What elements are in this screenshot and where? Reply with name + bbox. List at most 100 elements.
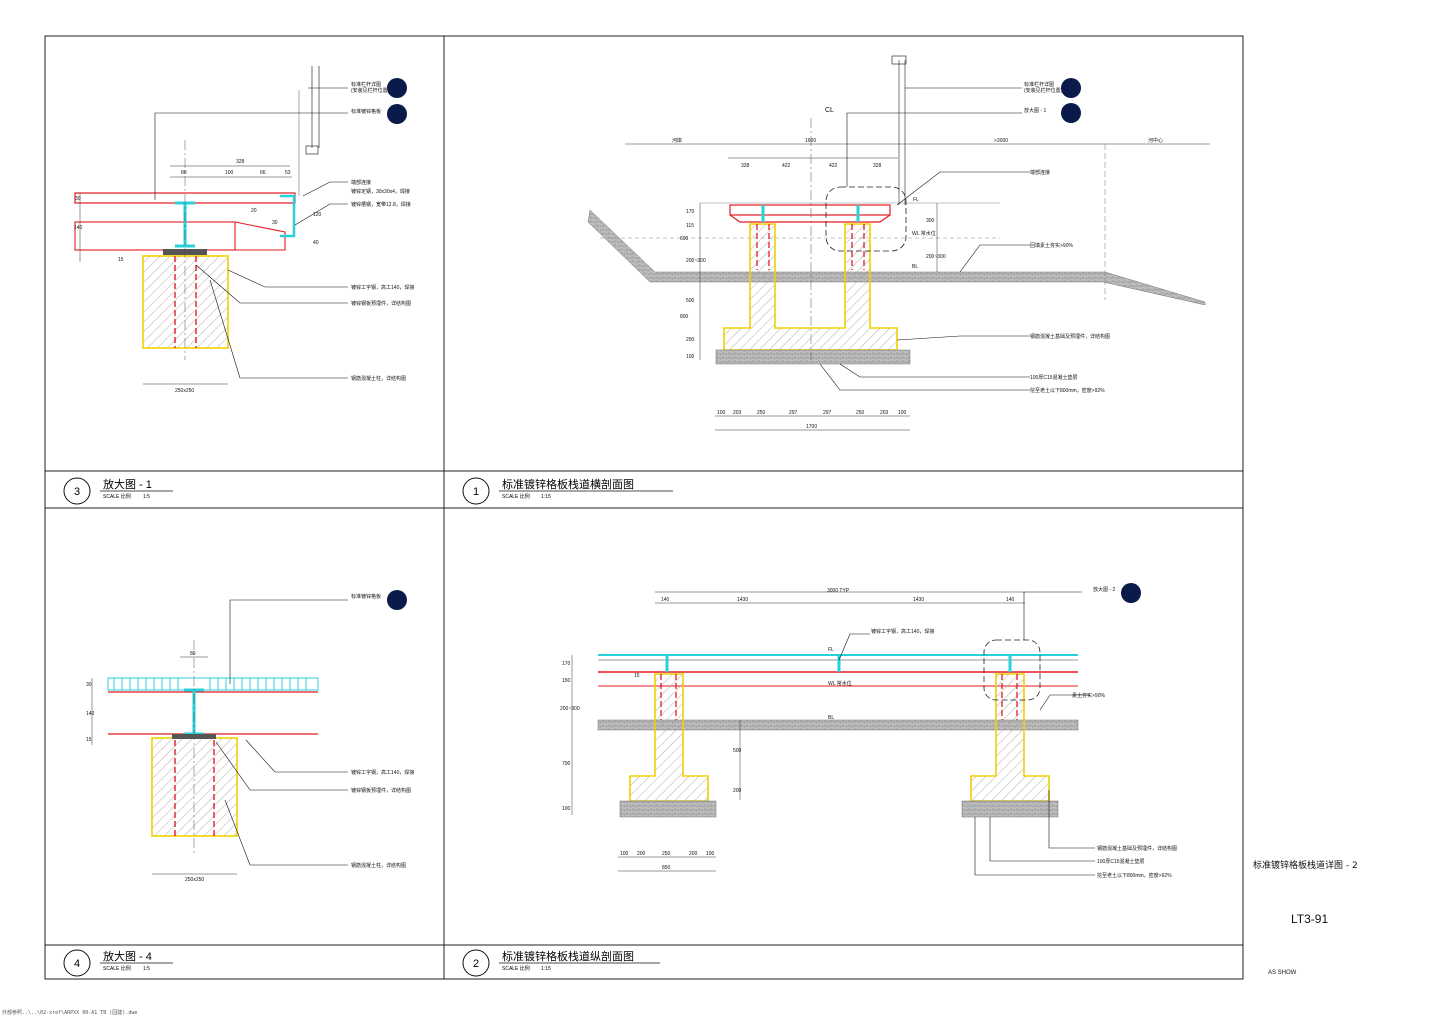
d4-dim-15: 15 (86, 737, 92, 743)
title-2-scale-label: SCALE 比例 (502, 965, 530, 972)
d3-note-ibeam: 镀锌工字钢，高工140，焊接 (351, 284, 414, 291)
detail-3-text: 标准栏杆详图 (安装见栏杆位置) 标准镀锌格板 端部连接 镀锌定钢，30x30x… (74, 81, 414, 394)
d4-dim-140: 140 (86, 711, 95, 717)
d2-note-dig: 挖至老土以下800mm，密度>92% (1097, 872, 1172, 879)
d2-bdim-3: 250 (662, 851, 671, 857)
d1-total: 1700 (806, 424, 817, 430)
frame (44, 35, 1244, 980)
d4-note-column: 钢筋混凝土柱，详结构图 (351, 862, 406, 869)
d1-label-1600: 1600 (805, 138, 816, 144)
d3-note-plate: 镀锌钢板预埋件，详结构图 (351, 300, 411, 307)
d1-ldim-170: 170 (686, 209, 695, 215)
d1-note-backfill: 回填素土夯实>90% (1030, 242, 1073, 249)
d1-rdim-300: 300 (926, 218, 935, 224)
d3-dim-66: 66 (260, 170, 266, 176)
d2-note-cushion: 100厚C15混凝土垫层 (1097, 858, 1145, 865)
detail-2-text: 放大图 - 2 140 1430 3000 TYP 1430 140 FL WL… (560, 586, 1177, 879)
d2-label-bl: BL (828, 715, 834, 721)
d3-dim-80: 80 (181, 170, 187, 176)
d2-ldim-15: 15 (634, 673, 640, 679)
d1-ldim-500: 500 (686, 298, 695, 304)
d3-dim-col: 250x250 (175, 388, 194, 394)
d1-rdim-200300: 200~300 (926, 254, 946, 260)
d3-callout-railing-note: (安装见栏杆位置) (351, 87, 390, 94)
d2-ldim-100: 100 (562, 806, 571, 812)
d2-label-wl: WL 常水位 (828, 680, 852, 687)
d2-topdim-2: 1430 (737, 597, 748, 603)
d1-topdim-1: 328 (741, 163, 750, 169)
d1-note-footing: 钢筋混凝土基础及预埋件，详结构图 (1030, 333, 1110, 340)
detail-4-drawing (91, 590, 407, 875)
d1-callout-railing: 标准栏杆详图 (1024, 81, 1054, 88)
d2-topdim-3: 3000 TYP (827, 588, 850, 594)
d3-note-angle: 镀锌定钢，30x30x4，焊接 (351, 188, 410, 195)
d1-ldim-115: 115 (686, 223, 694, 229)
title-block-1: 1 标准镀锌格板栈道横剖面图 SCALE 比例 1:15 (462, 477, 673, 505)
d2-ldim-150: 150 (562, 678, 571, 684)
title-1-number: 1 (473, 486, 479, 498)
d3-dim-30: 30 (75, 196, 81, 202)
d3-dim-140: 140 (74, 225, 83, 231)
title-2-text: 标准镀锌格板栈道纵剖面图 (502, 949, 634, 963)
d2-bdim-5: 100 (706, 851, 715, 857)
d2-bdim-1: 100 (620, 851, 629, 857)
title-2-number: 2 (473, 958, 479, 970)
d3-dim-40: 40 (313, 240, 319, 246)
detail-1-text: 标准栏杆详图 (安装见栏杆位置) 放大图 - 1 河岸 1600 >3000 河… (672, 81, 1163, 430)
d1-callout-zoom: 放大图 - 1 (1024, 107, 1046, 114)
d1-label-end: 端部连接 (1030, 169, 1050, 176)
sheet-title: 标准镀锌格板栈道详图 - 2 (1253, 861, 1358, 871)
title-2-scale-value: 1:15 (541, 966, 551, 972)
detail-4-text: 标准镀锌格板 镀锌工字钢，高工140，焊接 镀锌钢板预埋件，详结构图 钢筋混凝土… (86, 593, 414, 883)
title-1-scale-label: SCALE 比例 (502, 493, 530, 500)
d3-dim-53: 53 (285, 170, 291, 176)
title-3-scale-label: SCALE 比例 (103, 493, 131, 500)
d1-ldim-200300: 200~300 (686, 258, 706, 264)
d1-ldim-100: 100 (686, 354, 695, 360)
d1-bdim-8: 100 (898, 410, 907, 416)
d3-dim-30b: 30 (272, 220, 278, 226)
d3-dim-100: 100 (225, 170, 234, 176)
title-1-scale-value: 1:15 (541, 494, 551, 500)
d4-dim-80: 80 (190, 651, 196, 657)
d4-note-plate: 镀锌钢板预埋件，详结构图 (351, 787, 411, 794)
d1-bdim-7: 203 (880, 410, 889, 416)
d3-dim-15: 15 (118, 257, 124, 263)
d4-dim-col: 250x250 (185, 877, 204, 883)
d1-bdim-3: 250 (757, 410, 766, 416)
d1-label-bank: 河岸 (672, 137, 682, 144)
d2-ldim-700: 700 (562, 761, 571, 767)
d1-label-fl: FL (913, 197, 919, 203)
d2-ldim-200300: 200~300 (560, 706, 580, 712)
title-block-3: 3 放大图 - 1 SCALE 比例 1:5 (63, 477, 173, 505)
title-3-number: 3 (74, 486, 80, 498)
d2-total: 850 (662, 865, 671, 871)
title-4-scale-label: SCALE 比例 (103, 965, 131, 972)
d1-callout-railing-note: (安装见栏杆位置) (1024, 87, 1063, 94)
d4-dim-30: 30 (86, 682, 92, 688)
d2-mdim-200: 200 (733, 788, 742, 794)
d2-ldim-170: 170 (562, 661, 571, 667)
d1-label-river: 河中心 (1148, 137, 1163, 144)
sheet-number: LT3-91 (1291, 912, 1329, 926)
xref-file-path: 外部参照..\..\02-xref\ARPXX 00-A1 TB (园建).dw… (2, 1010, 138, 1016)
d1-bdim-2: 203 (733, 410, 742, 416)
d2-topdim-1: 140 (661, 597, 670, 603)
detail-2-drawing (571, 583, 1141, 876)
d4-callout-grating: 标准镀锌格板 (351, 593, 381, 600)
title-4-scale-value: 1:5 (143, 966, 150, 972)
d2-label-fl: FL (828, 647, 834, 653)
d3-note-channel: 镀锌槽钢，宽带12.8，焊接 (351, 201, 411, 208)
d1-label-3000: >3000 (994, 138, 1008, 144)
d3-note-end: 端部连接 (351, 179, 371, 186)
title-3-scale-value: 1:5 (143, 494, 150, 500)
d3-callout-grating: 标准镀锌格板 (351, 108, 381, 115)
d2-bdim-4: 200 (689, 851, 698, 857)
d1-bdim-5: 297 (823, 410, 832, 416)
title-block-2: 2 标准镀锌格板栈道纵剖面图 SCALE 比例 1:15 (462, 949, 660, 977)
d2-callout-zoom: 放大图 - 2 (1093, 586, 1115, 593)
title-block-4: 4 放大图 - 4 SCALE 比例 1:5 (63, 949, 173, 977)
d2-topdim-4: 1430 (913, 597, 924, 603)
d1-label-bl: BL (912, 264, 918, 270)
